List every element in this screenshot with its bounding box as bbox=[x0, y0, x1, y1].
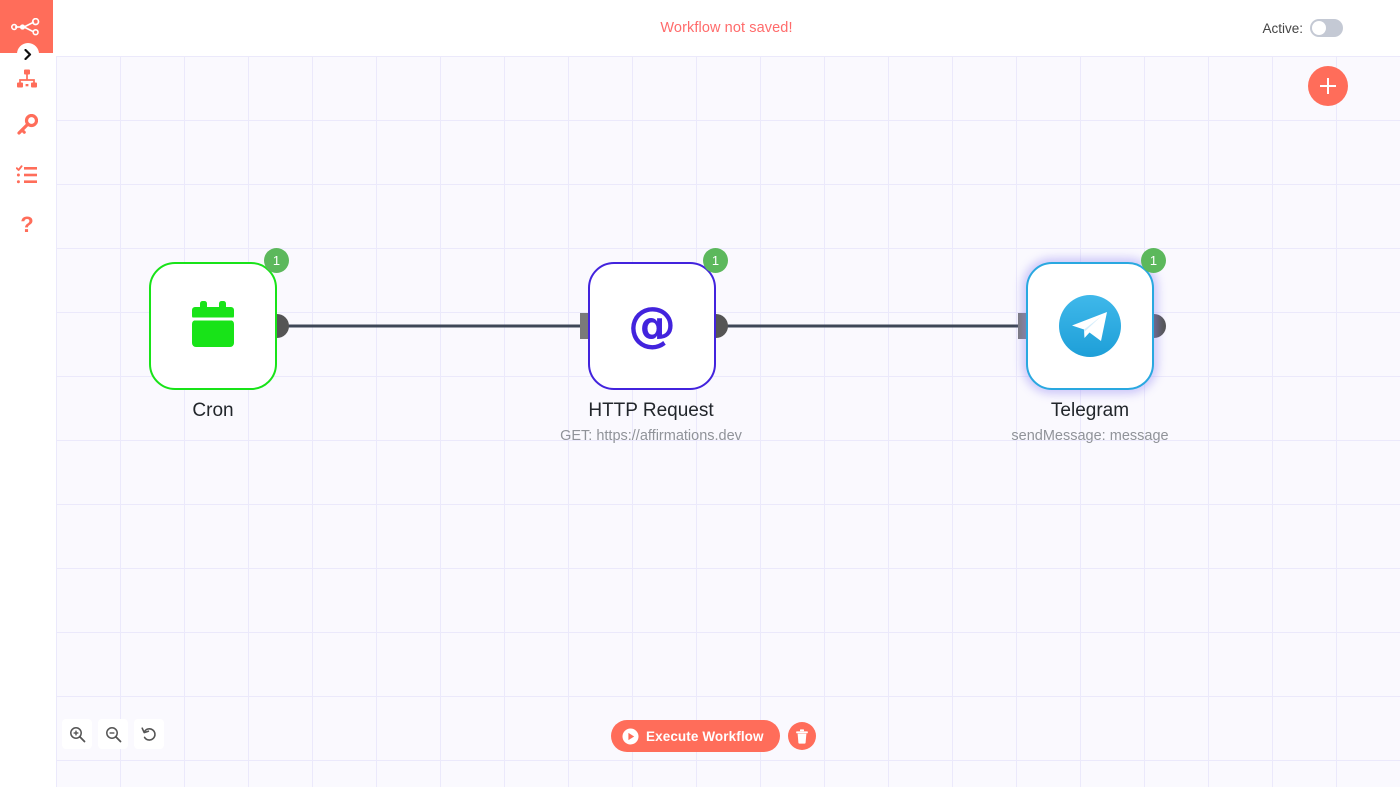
sitemap-icon bbox=[16, 69, 37, 88]
node-http-request-badge: 1 bbox=[703, 248, 728, 273]
sidebar-item-workflows[interactable] bbox=[0, 54, 53, 104]
svg-text:?: ? bbox=[20, 213, 33, 237]
node-http-request-subtitle: GET: https://affirmations.dev bbox=[560, 428, 742, 444]
sidebar-item-help[interactable]: ? bbox=[0, 200, 53, 250]
node-telegram-badge: 1 bbox=[1141, 248, 1166, 273]
active-toggle-switch[interactable] bbox=[1310, 19, 1343, 37]
question-mark-icon: ? bbox=[20, 213, 33, 237]
sidebar: ? bbox=[0, 0, 53, 787]
at-sign-icon: @ bbox=[628, 299, 676, 353]
node-telegram-title: Telegram bbox=[1050, 400, 1130, 421]
execute-workflow-button[interactable]: Execute Workflow bbox=[611, 720, 780, 752]
workflow-save-status: Workflow not saved! bbox=[660, 20, 793, 36]
trash-icon bbox=[795, 728, 808, 744]
node-cron-caption: Cron bbox=[43, 399, 383, 423]
sidebar-expand-button[interactable] bbox=[17, 43, 39, 65]
node-cron-badge: 1 bbox=[264, 248, 289, 273]
key-icon bbox=[16, 114, 38, 135]
sidebar-item-executions[interactable] bbox=[0, 150, 53, 200]
sidebar-item-credentials[interactable] bbox=[0, 100, 53, 150]
n8n-node-graph-logo bbox=[10, 17, 39, 35]
active-toggle-group: Active: bbox=[1262, 0, 1343, 56]
magnifier-plus-icon bbox=[69, 726, 85, 742]
chevron-right-icon bbox=[24, 48, 32, 60]
svg-text:@: @ bbox=[628, 299, 676, 353]
zoom-controls bbox=[62, 719, 164, 749]
node-telegram-caption: Telegram sendMessage: message bbox=[920, 399, 1260, 447]
add-node-button[interactable] bbox=[1308, 66, 1348, 106]
delete-execution-button[interactable] bbox=[787, 722, 816, 750]
node-cron[interactable]: 1 bbox=[149, 248, 289, 390]
node-telegram-subtitle: sendMessage: message bbox=[1011, 428, 1169, 444]
tasks-list-icon bbox=[15, 165, 37, 184]
play-circle-icon bbox=[622, 728, 639, 744]
run-controls: Execute Workflow bbox=[611, 720, 816, 752]
magnifier-minus-icon bbox=[105, 726, 121, 742]
workflow-canvas[interactable] bbox=[56, 56, 1400, 787]
reset-zoom-button[interactable] bbox=[134, 719, 164, 749]
calendar-icon bbox=[192, 301, 234, 347]
telegram-paper-plane-icon bbox=[1059, 295, 1121, 357]
zoom-in-button[interactable] bbox=[62, 719, 92, 749]
active-label: Active: bbox=[1262, 20, 1303, 36]
header-bar: Workflow not saved! Active: bbox=[53, 0, 1400, 56]
node-telegram[interactable]: 1 bbox=[1026, 248, 1166, 390]
zoom-out-button[interactable] bbox=[98, 719, 128, 749]
toggle-knob bbox=[1312, 21, 1326, 35]
node-http-request-caption: HTTP Request GET: https://affirmations.d… bbox=[481, 399, 821, 447]
node-http-request[interactable]: 1 @ bbox=[588, 248, 728, 390]
node-http-request-title: HTTP Request bbox=[588, 400, 714, 421]
undo-arrow-icon bbox=[140, 726, 156, 741]
node-cron-title: Cron bbox=[192, 400, 234, 421]
execute-workflow-label: Execute Workflow bbox=[646, 728, 764, 744]
